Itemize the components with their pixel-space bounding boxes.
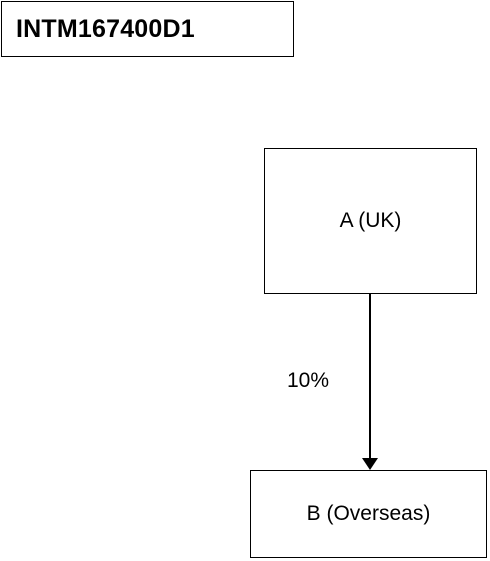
ownership-arrowhead <box>362 458 378 470</box>
diagram-title: INTM167400D1 <box>16 14 195 43</box>
node-a-label: A (UK) <box>339 209 402 232</box>
diagram-title-box: INTM167400D1 <box>1 1 294 57</box>
ownership-percentage-label: 10% <box>287 369 330 392</box>
node-a-uk: A (UK) <box>264 148 477 294</box>
node-b-label: B (Overseas) <box>306 502 431 525</box>
node-b-overseas: B (Overseas) <box>250 470 487 558</box>
